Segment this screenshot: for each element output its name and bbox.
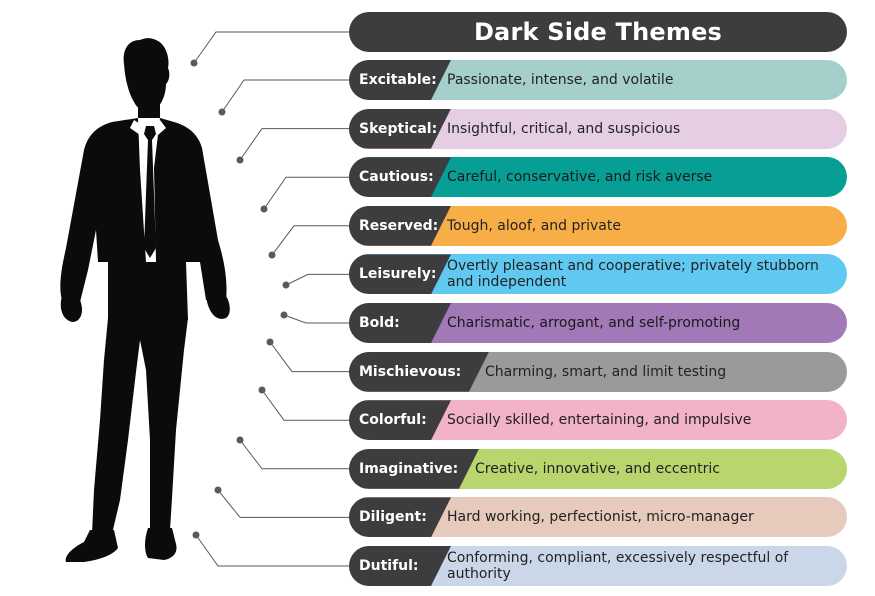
- connector-dot: [280, 311, 288, 319]
- theme-row-bold: Bold:Charismatic, arrogant, and self-pro…: [349, 303, 847, 343]
- theme-row-excitable: Excitable:Passionate, intense, and volat…: [349, 60, 847, 100]
- connector-line: [261, 389, 349, 421]
- theme-row-skeptical: Skeptical:Insightful, critical, and susp…: [349, 108, 847, 149]
- theme-row-leisurely: Leisurely:Overtly pleasant and cooperati…: [349, 254, 847, 295]
- connector-dot: [282, 281, 290, 289]
- theme-description: Charismatic, arrogant, and self-promotin…: [447, 315, 741, 331]
- theme-label: Cautious:: [349, 157, 451, 198]
- theme-label: Imaginative:: [349, 448, 479, 489]
- theme-description: Socially skilled, entertaining, and impu…: [447, 412, 752, 429]
- theme-label: Excitable:: [349, 60, 451, 100]
- businessman-silhouette: [60, 38, 230, 562]
- connector-dot: [260, 205, 268, 213]
- diagram-title: Dark Side Themes: [349, 12, 847, 52]
- theme-description: Careful, conservative, and risk averse: [447, 169, 713, 186]
- connector-line: [269, 341, 349, 373]
- theme-label: Bold:: [349, 303, 451, 343]
- theme-description: Creative, innovative, and eccentric: [475, 460, 720, 477]
- theme-description: Conforming, compliant, excessively respe…: [447, 550, 789, 582]
- theme-row-dutiful: Dutiful:Conforming, compliant, excessive…: [349, 546, 847, 586]
- theme-row-colorful: Colorful:Socially skilled, entertaining,…: [349, 400, 847, 441]
- theme-row-imaginative: Imaginative:Creative, innovative, and ec…: [349, 448, 847, 489]
- connector-line: [283, 314, 349, 324]
- theme-description: Overtly pleasant and cooperative; privat…: [447, 258, 819, 291]
- theme-row-reserved: Reserved:Tough, aloof, and private: [349, 205, 847, 246]
- theme-row-cautious: Cautious:Careful, conservative, and risk…: [349, 157, 847, 198]
- theme-label: Leisurely:: [349, 254, 451, 295]
- connector-line: [285, 273, 349, 286]
- theme-description: Insightful, critical, and suspicious: [447, 120, 681, 137]
- theme-label: Colorful:: [349, 400, 451, 441]
- theme-row-diligent: Diligent:Hard working, perfectionist, mi…: [349, 497, 847, 538]
- theme-description: Tough, aloof, and private: [447, 217, 621, 234]
- connector-line: [263, 176, 349, 210]
- connector-line: [271, 225, 349, 256]
- connector-dot: [266, 338, 274, 346]
- connector-dot: [268, 251, 276, 259]
- theme-label: Dutiful:: [349, 546, 451, 586]
- theme-label: Mischievous:: [349, 351, 489, 392]
- theme-description: Charming, smart, and limit testing: [485, 363, 727, 380]
- theme-description: Passionate, intense, and volatile: [447, 72, 674, 88]
- theme-label: Skeptical:: [349, 108, 451, 149]
- theme-row-mischievous: Mischievous:Charming, smart, and limit t…: [349, 351, 847, 392]
- theme-label: Reserved:: [349, 205, 451, 246]
- theme-label: Diligent:: [349, 497, 451, 538]
- theme-description: Hard working, perfectionist, micro-manag…: [447, 509, 754, 526]
